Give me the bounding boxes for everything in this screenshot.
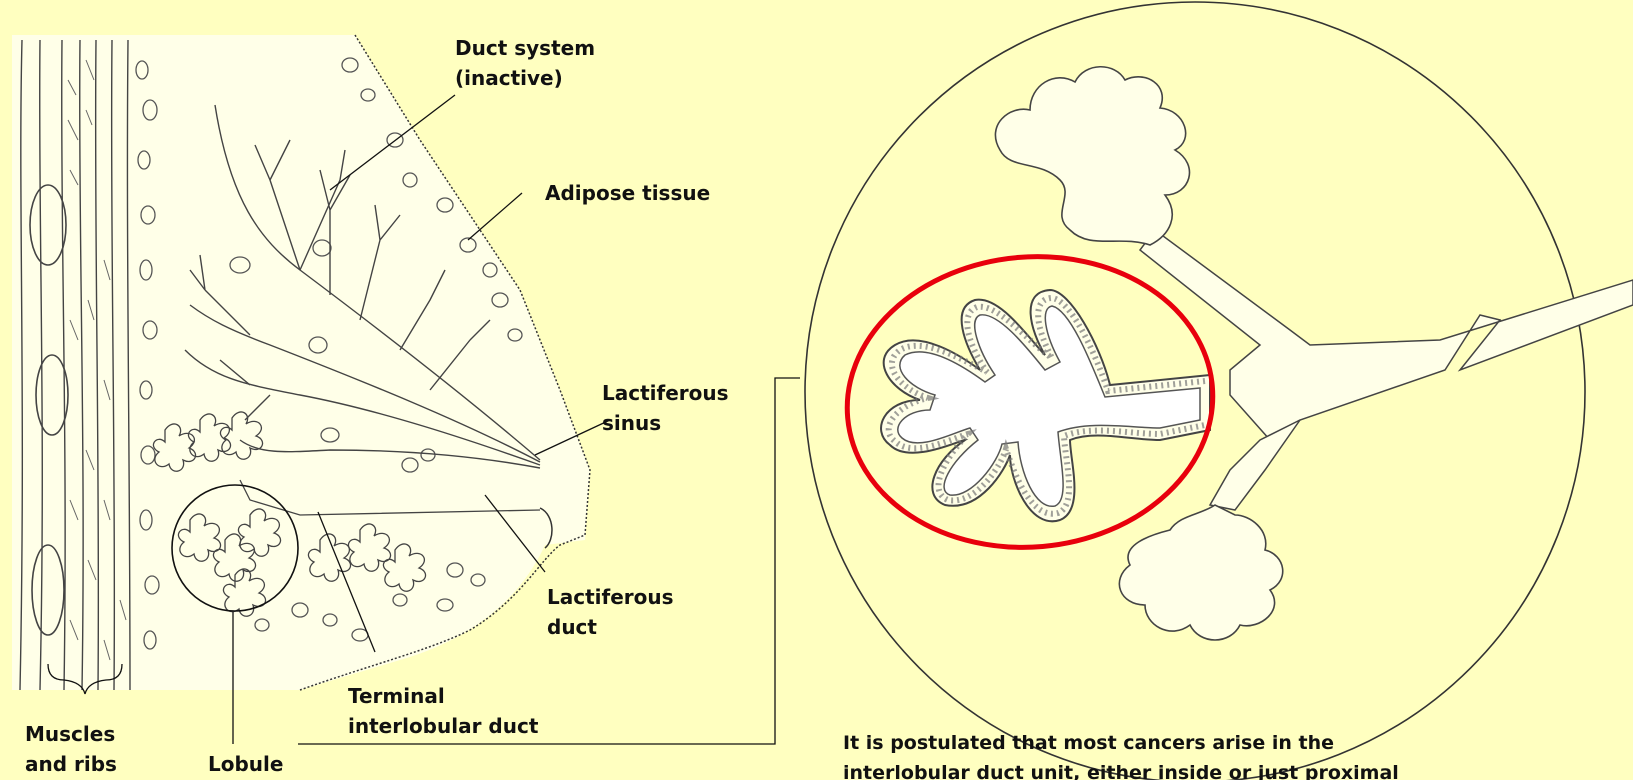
caption-line1: It is postulated that most cancers arise… [843, 728, 1633, 758]
label-duct-system-line2: (inactive) [455, 63, 595, 93]
label-muscles-and-ribs: Muscles and ribs [25, 719, 117, 779]
label-terminal-interlobular-duct: Terminal interlobular duct [348, 681, 538, 741]
label-lactiferous-duct-line2: duct [547, 612, 674, 642]
label-lobule: Lobule [208, 749, 283, 779]
breast-cross-section [12, 35, 590, 690]
label-lactiferous-sinus-line1: Lactiferous [602, 378, 729, 408]
caption: It is postulated that most cancers arise… [843, 728, 1633, 780]
label-lactiferous-duct-line1: Lactiferous [547, 582, 674, 612]
caption-line2: interlobular duct unit, either inside or… [843, 758, 1633, 780]
label-lactiferous-duct: Lactiferous duct [547, 582, 674, 642]
label-lobule-line1: Lobule [208, 749, 283, 779]
label-lactiferous-sinus-line2: sinus [602, 408, 729, 438]
magnified-lobule [805, 2, 1633, 780]
label-terminal-interlobular-duct-line2: interlobular duct [348, 711, 538, 741]
label-terminal-interlobular-duct-line1: Terminal [348, 681, 538, 711]
label-duct-system: Duct system (inactive) [455, 33, 595, 93]
label-duct-system-line1: Duct system [455, 33, 595, 63]
leader-adipose [468, 193, 522, 240]
label-adipose-tissue: Adipose tissue [545, 178, 710, 208]
label-lactiferous-sinus: Lactiferous sinus [602, 378, 729, 438]
label-muscles-and-ribs-line2: and ribs [25, 749, 117, 779]
label-adipose-tissue-line1: Adipose tissue [545, 178, 710, 208]
label-muscles-and-ribs-line1: Muscles [25, 719, 117, 749]
